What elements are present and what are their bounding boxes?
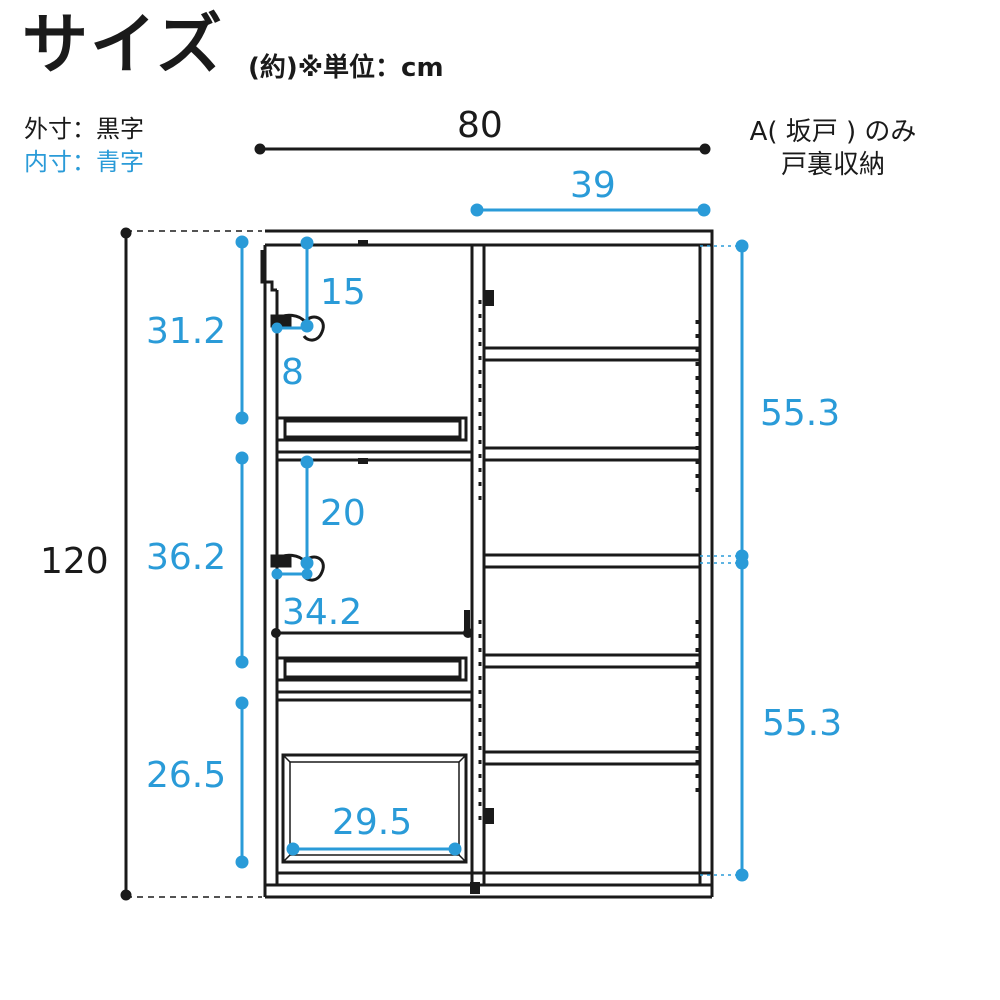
rod-ends — [271, 610, 473, 638]
legend-inner: 内寸：青字 — [24, 148, 144, 176]
dim-left-top: 31.2 — [146, 311, 227, 352]
right-shelves — [484, 346, 700, 766]
dim-height-outer: 120 — [40, 541, 109, 582]
side-note-line1: A( 坂戸 ) のみ — [749, 117, 917, 147]
dim-left-bottom: 26.5 — [146, 755, 227, 796]
dim-drawer-width: 29.5 — [332, 802, 413, 843]
left-shelves — [276, 416, 472, 864]
dim-rod-width: 34.2 — [282, 592, 363, 633]
dim-right-upper: 55.3 — [760, 393, 841, 434]
cabinet-body — [260, 229, 714, 899]
dim-width-right: 39 — [570, 165, 616, 206]
inner-extension-lines — [700, 245, 742, 876]
unit-note: (約)※単位：cm — [248, 53, 444, 83]
legend-outer: 外寸：黒字 — [24, 115, 144, 143]
hinges — [358, 240, 494, 894]
hook-lower — [270, 553, 325, 582]
side-note: A( 坂戸 ) のみ 戸裏収納 — [728, 116, 938, 182]
outer-height-dimension — [120, 227, 262, 901]
inner-dimensions — [235, 203, 749, 882]
page-title: サイズ — [22, 6, 225, 83]
dim-hook1-horizontal: 8 — [281, 352, 304, 393]
shelf-pin-holes — [478, 300, 699, 830]
outer-width-dimension — [254, 143, 711, 155]
side-note-line2: 戸裏収納 — [780, 150, 885, 180]
dim-hook1-vertical: 15 — [320, 272, 366, 313]
dim-left-mid: 36.2 — [146, 537, 227, 578]
dim-width-outer: 80 — [457, 105, 503, 146]
dim-right-lower: 55.3 — [762, 703, 843, 744]
dim-hook2-vertical: 20 — [320, 493, 366, 534]
